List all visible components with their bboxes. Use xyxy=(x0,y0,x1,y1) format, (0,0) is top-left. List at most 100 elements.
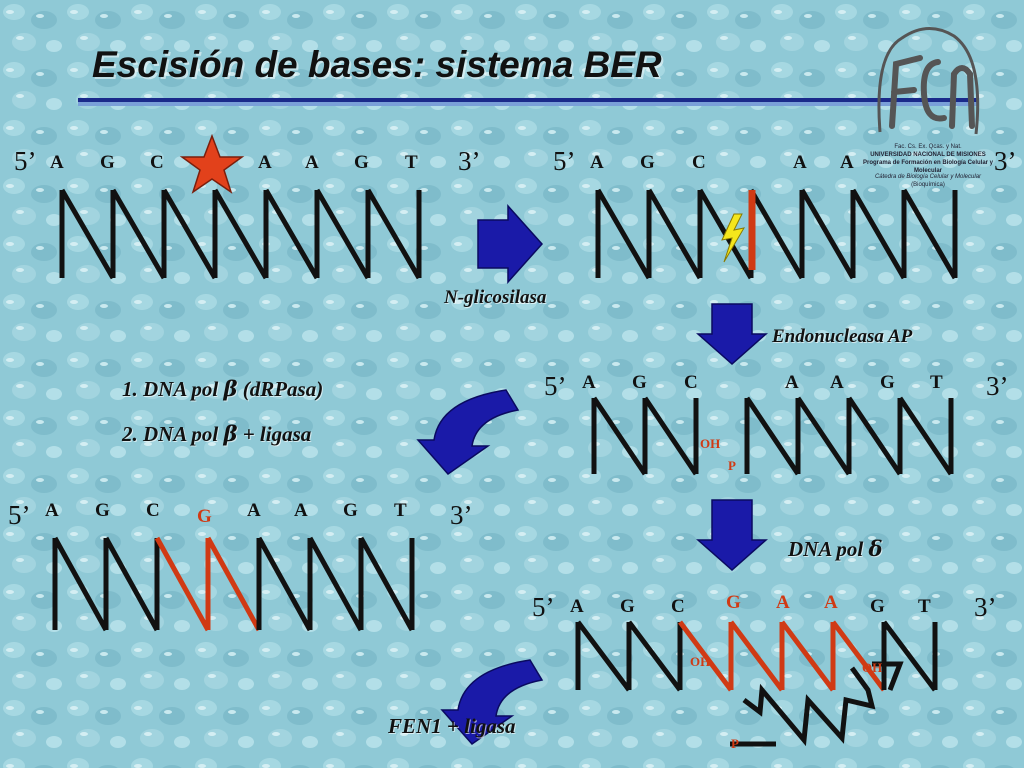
strand3-5-end: 5’ xyxy=(544,371,567,401)
strand3-link xyxy=(744,396,801,476)
strand4-base: A xyxy=(294,500,308,521)
strand1-link xyxy=(59,188,116,280)
strand5-5-end: 5’ xyxy=(532,592,555,622)
strand2-base: G xyxy=(640,152,655,173)
strand3-base: T xyxy=(930,372,943,393)
strand5-base: G xyxy=(870,596,885,617)
curved-arrow-icon xyxy=(416,389,520,475)
strand4-base: C xyxy=(146,500,160,521)
arrow-right-icon xyxy=(477,204,544,284)
strand4-link xyxy=(358,536,415,632)
strand3-base: A xyxy=(830,372,844,393)
strand1-base: T xyxy=(405,152,418,173)
strand3-3-end: 3’ xyxy=(986,371,1009,401)
n-glicosilasa-label: N-glicosilasa xyxy=(444,287,547,308)
arrow-down-icon xyxy=(696,499,768,572)
strand1-link xyxy=(314,188,371,280)
step2-label: 2. DNA pol β + ligasa xyxy=(122,421,312,446)
strand5-3-tail xyxy=(872,661,904,691)
strand2-5-end: 5’ xyxy=(553,146,576,176)
strand4-base: A xyxy=(45,500,59,521)
logo-chair-2: (Bioquímica) xyxy=(911,182,945,188)
strand4-link xyxy=(205,536,262,632)
strand4-link xyxy=(154,536,211,632)
strand5-link xyxy=(729,620,784,692)
logo-faculty: Fac. Cs. Ex. Qcas. y Nat. xyxy=(894,144,962,150)
strand1-link xyxy=(263,188,320,280)
arrow-down-icon xyxy=(696,303,768,366)
strand5-base: A xyxy=(570,596,584,617)
strand4-link xyxy=(307,536,364,632)
strand1-link xyxy=(365,188,422,280)
strand2-base: A xyxy=(840,152,854,173)
displaced-phosphate-label: P xyxy=(731,736,739,751)
strand5-base: T xyxy=(918,596,931,617)
strand5-link xyxy=(678,620,733,692)
lightning-icon xyxy=(721,213,745,263)
strand5-link xyxy=(831,620,886,692)
oh-left-label: OH xyxy=(690,654,711,669)
strand1-link xyxy=(110,188,167,280)
strand5-base: G xyxy=(620,596,635,617)
fen1-ligasa-label: FEN1 + ligasa xyxy=(388,714,516,738)
strand3-link xyxy=(897,396,954,476)
strand3-base: G xyxy=(880,372,895,393)
strand4-base: G xyxy=(343,500,358,521)
oh-right-label: OH xyxy=(862,660,883,675)
title-underline xyxy=(78,98,978,106)
strand2-link xyxy=(595,188,652,280)
strand2-base: C xyxy=(692,152,706,173)
strand2-link xyxy=(901,188,958,280)
strand4-link xyxy=(103,536,160,632)
displaced-flap xyxy=(742,666,876,747)
strand4-3-end: 3’ xyxy=(450,500,473,530)
logo-chair: Cátedra de Biología Celular y Molecular xyxy=(874,174,982,180)
strand1-base: C xyxy=(150,152,164,173)
logo-program-2: Molecular xyxy=(913,168,942,174)
strand5-link xyxy=(882,620,937,692)
strand1-link xyxy=(161,188,218,280)
strand3-link xyxy=(846,396,903,476)
logo-program: Programa de Formación en Biología Celula… xyxy=(862,160,994,166)
strand5-new-base: A xyxy=(776,592,790,613)
strand1-3-end: 3’ xyxy=(458,146,481,176)
strand3-link xyxy=(795,396,852,476)
strand4-inserted-base: G xyxy=(197,506,212,527)
slide-title: Escisión de bases: sistema BER xyxy=(92,44,662,85)
logo-university: UNIVERSIDAD NACIONAL DE MISIONES xyxy=(870,152,986,158)
strand2-link xyxy=(799,188,856,280)
strand4-base: G xyxy=(95,500,110,521)
strand3-link xyxy=(591,396,648,476)
strand1-base: A xyxy=(258,152,272,173)
strand1-base: A xyxy=(305,152,319,173)
damaged-base-star xyxy=(179,133,245,194)
strand2-3-end: 3’ xyxy=(994,146,1017,176)
strand5-link xyxy=(576,620,631,692)
strand3-link xyxy=(642,396,699,476)
endonucleasa-label: Endonucleasa AP xyxy=(772,326,913,347)
strand1-base: G xyxy=(100,152,115,173)
strand5-link xyxy=(780,620,835,692)
strand4-5-end: 5’ xyxy=(8,500,31,530)
strand1-base: G xyxy=(354,152,369,173)
strand2-base: A xyxy=(793,152,807,173)
strand5-3-end: 3’ xyxy=(974,592,997,622)
oh-label: OH xyxy=(700,436,721,451)
strand2-link xyxy=(646,188,703,280)
strand5-new-base: G xyxy=(726,592,741,613)
phosphate-label: P xyxy=(728,458,736,473)
strand2-base: A xyxy=(590,152,604,173)
strand1-link xyxy=(212,188,269,280)
strand5-base: C xyxy=(671,596,685,617)
strand4-base: A xyxy=(247,500,261,521)
strand3-base: A xyxy=(582,372,596,393)
strand3-base: G xyxy=(632,372,647,393)
fcn-logo xyxy=(877,27,980,135)
strand5-link xyxy=(627,620,682,692)
strand4-link xyxy=(256,536,313,632)
strand1-5-end: 5’ xyxy=(14,146,37,176)
curved-arrow-icon xyxy=(440,659,544,745)
strand2-link xyxy=(748,188,805,280)
